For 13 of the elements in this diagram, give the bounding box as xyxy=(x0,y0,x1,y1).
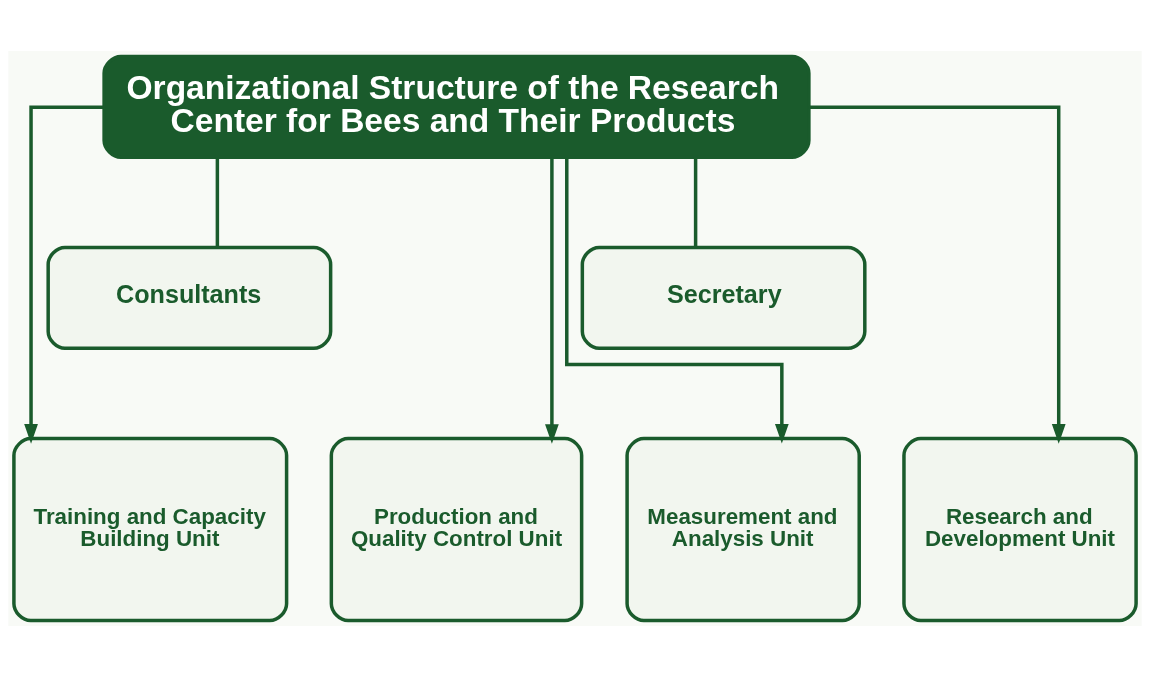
node-box: Consultants xyxy=(46,245,333,351)
connector xyxy=(693,157,698,247)
connector xyxy=(215,157,220,247)
node-box: Secretary xyxy=(580,245,867,351)
arrow xyxy=(565,157,789,444)
arrow xyxy=(545,157,559,444)
arrow xyxy=(24,105,104,444)
node-box: Measurement and Analysis Unit xyxy=(625,436,861,623)
arrow xyxy=(809,105,1066,444)
node-box: Production and Quality Control Unit xyxy=(329,436,584,623)
node-box: Organizational Structure of the Research Center for Bees and Their Products xyxy=(102,54,811,159)
node-box: Training and Capacity Building Unit xyxy=(12,436,289,623)
node-box: Research and Development Unit xyxy=(902,436,1138,623)
